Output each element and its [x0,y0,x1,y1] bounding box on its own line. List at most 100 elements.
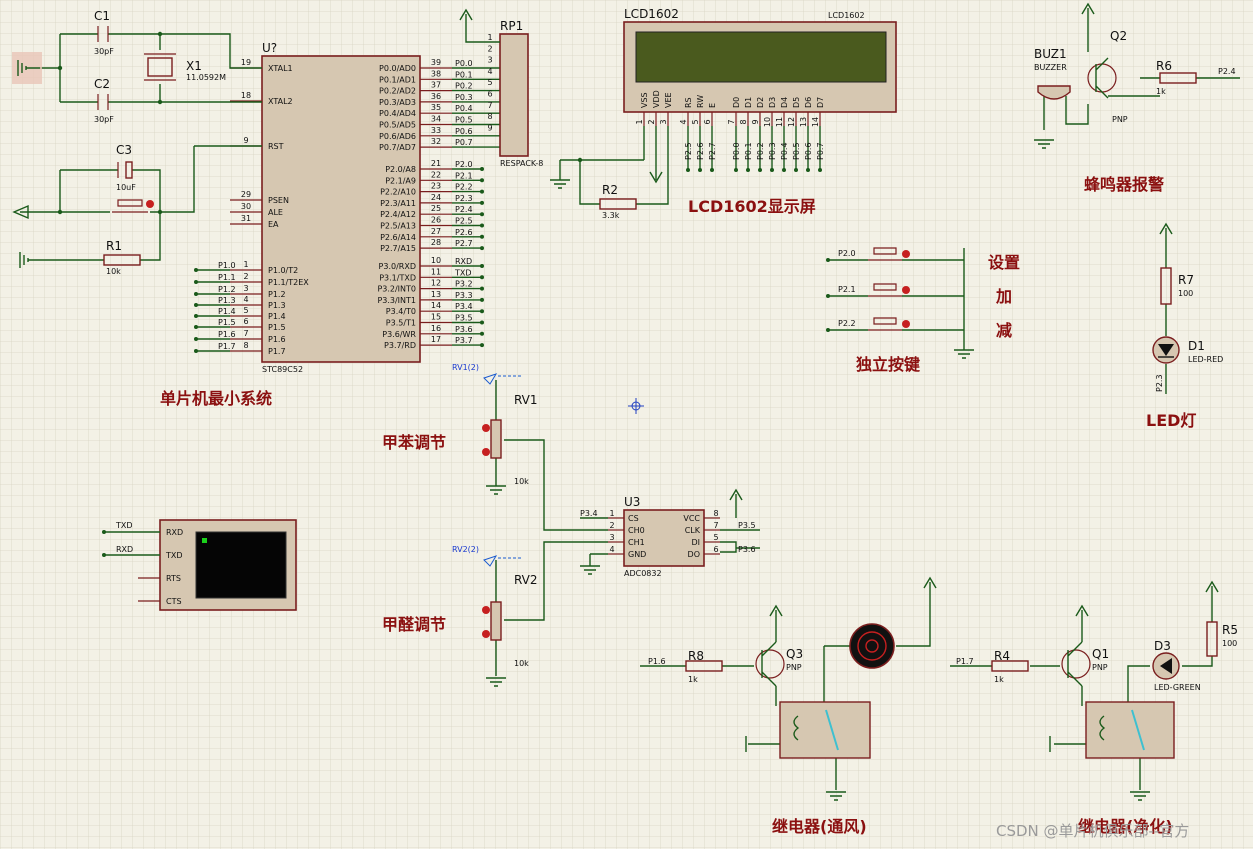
mcu-right-pin-num: 36 [431,92,441,101]
reset-circuit[interactable]: C3 10uF R1 10k [12,143,262,276]
mcu-left-pin-name: P1.7 [268,347,286,356]
mcu-net-label: P3.3 [455,291,473,300]
mcu-right-pin-num: 13 [431,290,441,299]
rv1-probe: RV1(2) [452,363,479,372]
adc-pin-num: 4 [609,545,614,554]
net-terminal-dot [480,264,484,268]
key-net-label: P2.0 [838,249,856,258]
mcu-right-pin-name: P0.7/AD7 [379,143,416,152]
mcu-net-label: P0.6 [455,127,473,136]
net-terminal-dot [782,168,786,172]
net-terminal-dot [818,168,822,172]
lcd-pin-name: VEE [664,92,673,108]
net-terminal-dot [194,268,198,272]
net-terminal-dot [480,223,484,228]
crystal-x1[interactable] [147,57,173,77]
lcd-net-label: P0.4 [780,142,789,160]
r7-ref: R7 [1178,273,1194,287]
mcu-net-label: P2.0 [455,160,473,169]
rv2-circuit[interactable]: RV2(2) RV2 10k [452,541,608,687]
relay-vent[interactable] [779,701,871,759]
net-terminal-dot [480,167,484,171]
mcu-right-pin-num: 27 [431,227,441,236]
r6-value: 1k [1156,87,1166,96]
mcu-right-pin-name: P0.5/AD5 [379,121,416,130]
mcu-block[interactable]: U? STC89C52 19XTAL118XTAL29RST29PSEN30AL… [194,41,500,374]
r2-value: 3.3k [602,211,620,220]
mcu-right-pin-num: 23 [431,182,441,191]
rp1-pin-num: 5 [487,78,492,87]
net-terminal-dot [194,280,198,284]
r2-resistor[interactable] [599,198,637,210]
key-button[interactable] [868,317,902,331]
mcu-left-pin-num: 31 [241,214,251,223]
keys-circuit[interactable]: P2.0P2.1P2.2 设置 加 减 独立按键 [826,247,1020,374]
adc0832[interactable]: U3 ADC0832 1CS2CH03CH14GND8VCC7CLK5DI6DO… [580,488,760,578]
mcu-net-label: P2.6 [455,228,473,237]
key-button[interactable] [868,247,902,261]
adc-pin-name: CH0 [628,526,645,535]
net-terminal-dot [480,320,484,325]
mcu-left-pin-num: 30 [241,202,251,211]
adc-pin-num: 2 [609,521,614,530]
mcu-left-pin-num: 9 [243,136,248,145]
relay-purify[interactable] [1085,701,1175,759]
mcu-right-pin-num: 32 [431,137,441,146]
lcd-pin-name: D4 [780,97,789,108]
r1-resistor[interactable] [103,254,141,266]
relay-vent-circuit[interactable]: P1.6 R8 1k Q3 PNP [640,576,937,801]
d3-ref: D3 [1154,639,1171,653]
mcu-left-pin-name: P1.0/T2 [268,266,298,275]
lcd-pin-num: 4 [679,119,688,124]
u3-net-di: P3.6 [738,545,756,554]
lcd-net-label: P2.7 [708,142,717,160]
mcu-right-pin-num: 11 [431,267,441,276]
net-terminal-dot [194,325,198,329]
lcd-pin-num: 13 [799,117,808,127]
mcu-right-pin-name: P3.4/T0 [386,307,416,316]
mcu-net-labels: P0.0P0.1P0.2P0.3P0.4P0.5P0.6P0.7P2.0P2.1… [194,59,500,353]
mcu-net-label: P0.7 [455,138,473,147]
r1-value: 10k [106,267,121,276]
mcu-net-label: P3.2 [455,280,473,289]
rp1-pin-num: 2 [487,44,492,53]
buz1-ref: BUZ1 [1034,47,1067,61]
rv1-circuit[interactable]: RV1(2) RV1 10k [452,363,608,531]
lcd1602[interactable]: LCD1602 LCD1602 VSS1VDD2VEE3RS4RW5E6D07D… [550,7,897,220]
adc-pin-num: 7 [713,521,718,530]
r2-ref: R2 [602,183,618,197]
net-terminal-dot [826,258,830,262]
lcd-pin-name: RW [696,95,705,108]
lcd-pin-name: D3 [768,97,777,108]
mcu-left-pin-num: 6 [243,317,248,326]
mcu-right-pin-num: 33 [431,126,441,135]
mcu-net-label: P1.0 [218,261,236,270]
lcd-screen [635,31,887,83]
mcu-right-pin-name: P0.0/AD0 [379,64,416,73]
led-d1-circuit[interactable]: R7 100 D1 LED-RED P2.3 [1152,222,1223,394]
c1-ref: C1 [94,9,110,23]
label-buzzer: 蜂鸣器报警 [1084,175,1164,194]
key-terminal-icon [902,250,910,258]
rp1-pin-num: 8 [487,112,492,121]
relay-purify-circuit[interactable]: P1.7 R4 1k Q1 PNP D3 LED-GREEN R5 100 [950,580,1238,801]
lcd-pin-name: E [708,103,717,108]
mcu-net-label: P2.7 [455,239,473,248]
mcu-right-pin-num: 26 [431,216,441,225]
net-terminal-dot [194,349,198,353]
key-button[interactable] [868,283,902,297]
mcu-left-pin-num: 5 [243,306,248,315]
q2-type: PNP [1112,115,1128,124]
r6-net: P2.4 [1218,67,1236,76]
mcu-net-label: P1.7 [218,342,236,351]
crystal-circuit[interactable]: C1 30pF C2 30pF X1 11.0592M [12,9,262,124]
net-terminal-dot [826,294,830,298]
mcu-net-label: P3.7 [455,336,473,345]
buzzer-circuit[interactable]: BUZ1 BUZZER Q2 PNP R6 1k P2.4 [1034,2,1240,149]
mcu-body[interactable] [261,55,421,363]
net-terminal-dot [480,212,484,217]
mcu-net-label: P3.6 [455,325,473,334]
mcu-right-pin-num: 37 [431,81,441,90]
